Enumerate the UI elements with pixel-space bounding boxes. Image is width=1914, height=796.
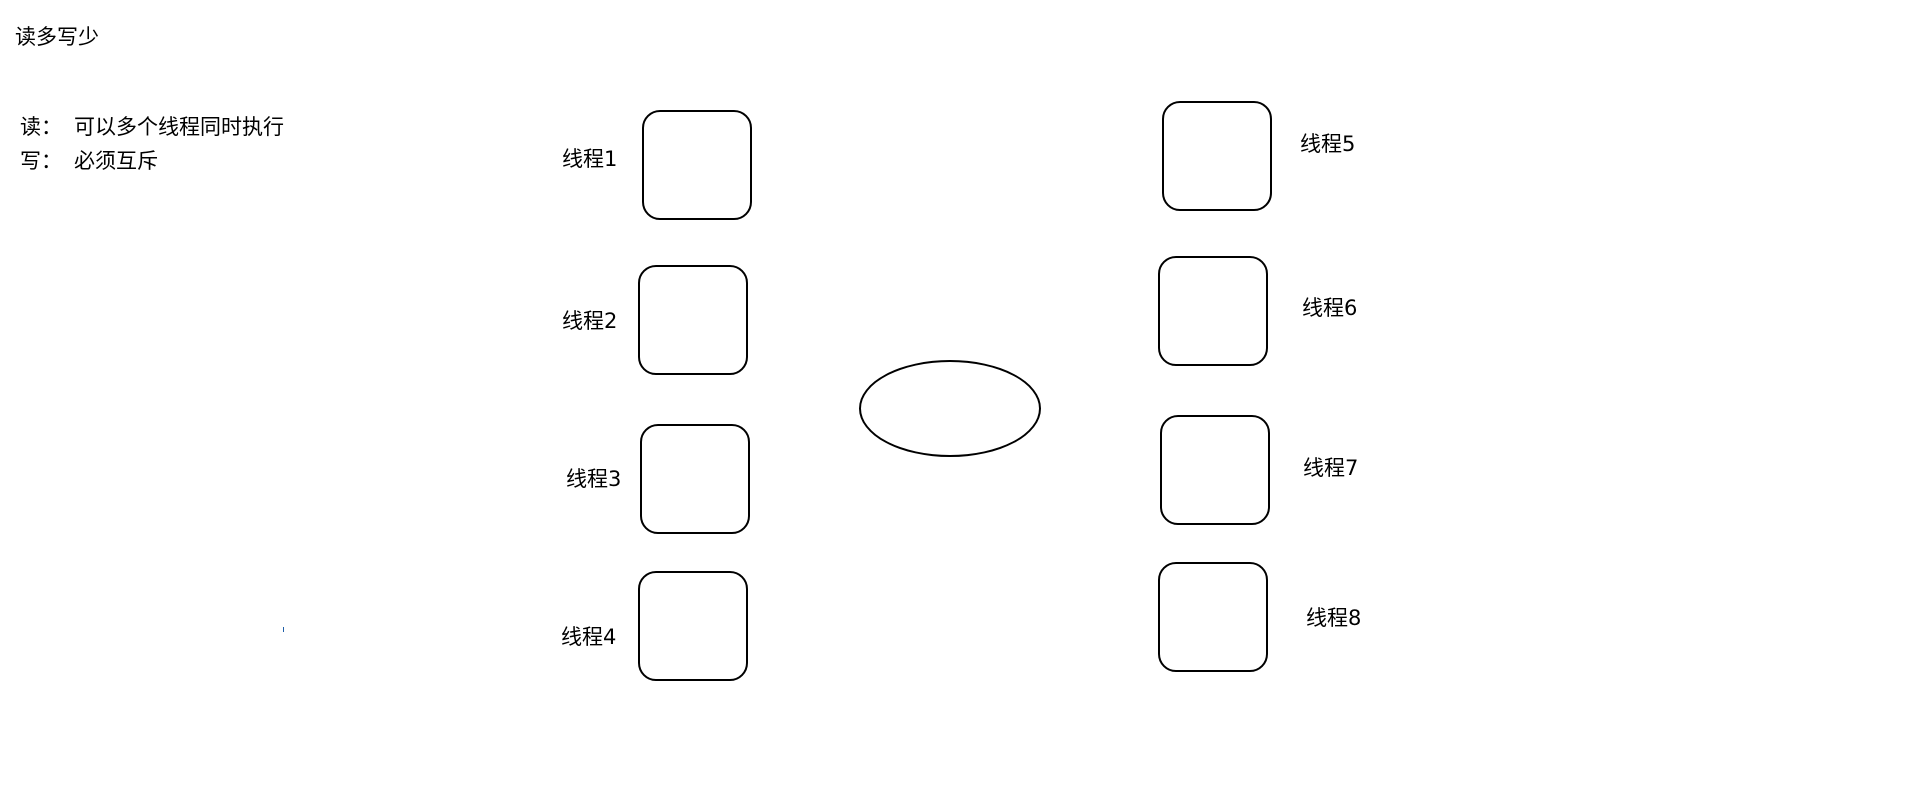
diagram-title: 读多写少 xyxy=(15,25,99,49)
thread-box-3 xyxy=(640,424,750,534)
stray-mark xyxy=(283,627,284,632)
thread-label-4: 线程4 xyxy=(561,625,617,649)
thread-label-7: 线程7 xyxy=(1303,456,1359,480)
thread-label-1: 线程1 xyxy=(562,147,618,171)
thread-box-6 xyxy=(1158,256,1268,366)
thread-label-6: 线程6 xyxy=(1302,296,1358,320)
thread-box-8 xyxy=(1158,562,1268,672)
thread-label-5: 线程5 xyxy=(1300,132,1356,156)
write-rule-prefix: 写： xyxy=(20,149,62,173)
shared-resource-ellipse xyxy=(859,360,1041,457)
thread-box-2 xyxy=(638,265,748,375)
thread-box-1 xyxy=(642,110,752,220)
thread-label-2: 线程2 xyxy=(562,309,618,333)
read-rule: 读： 可以多个线程同时执行 xyxy=(20,114,284,140)
read-rule-text: 可以多个线程同时执行 xyxy=(74,115,284,139)
thread-box-4 xyxy=(638,571,748,681)
write-rule-text: 必须互斥 xyxy=(74,149,158,173)
read-rule-prefix: 读： xyxy=(20,115,62,139)
thread-label-8: 线程8 xyxy=(1306,606,1362,630)
thread-box-5 xyxy=(1162,101,1272,211)
thread-box-7 xyxy=(1160,415,1270,525)
write-rule: 写： 必须互斥 xyxy=(20,148,158,174)
thread-label-3: 线程3 xyxy=(566,467,622,491)
